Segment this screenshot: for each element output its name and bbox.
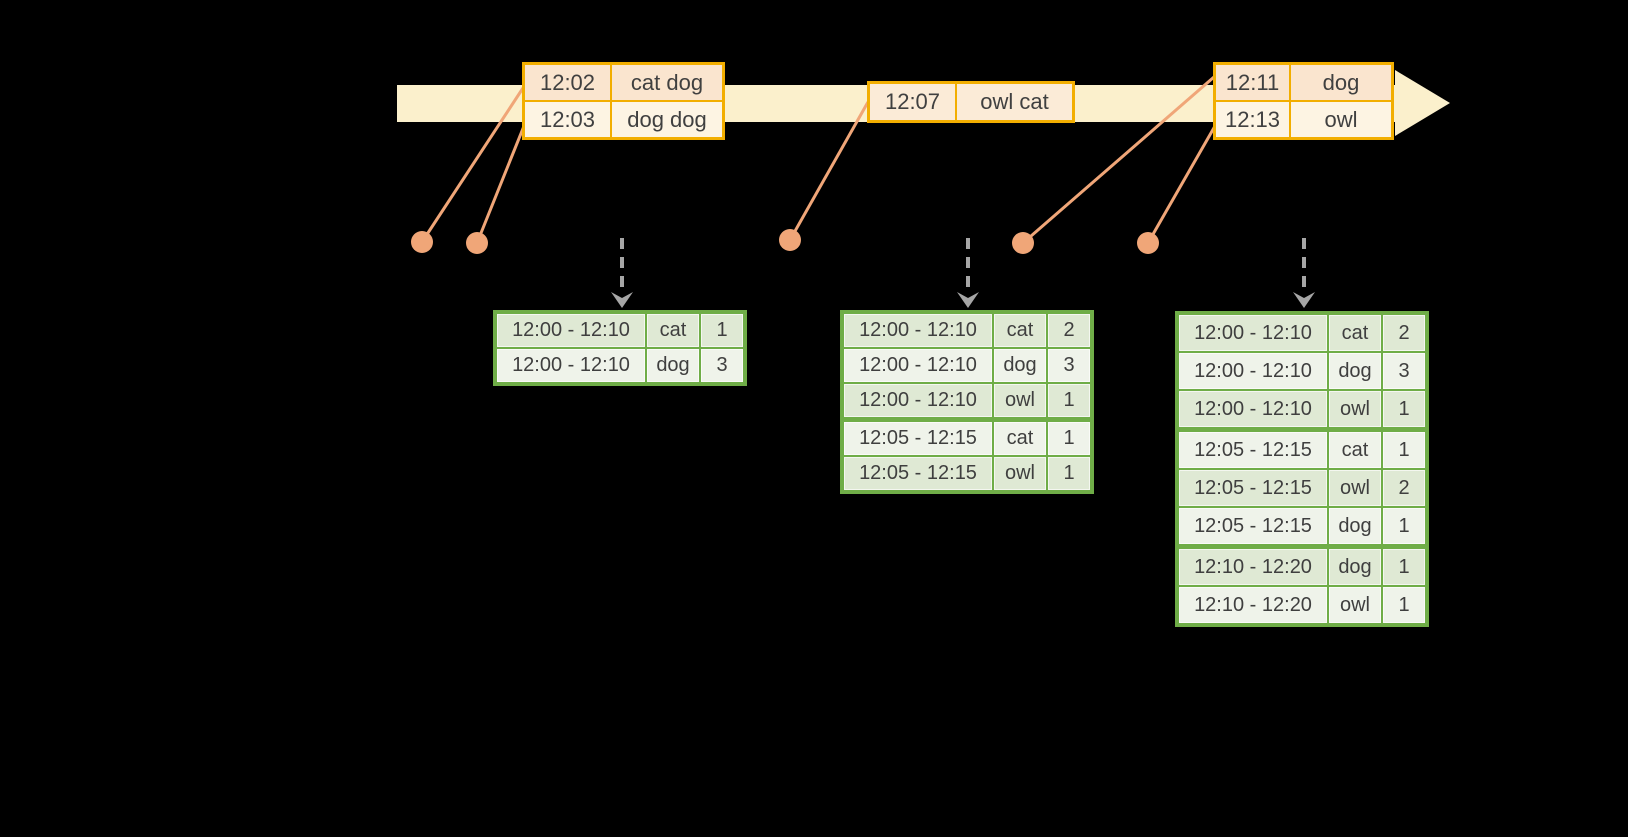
result-count: 1 (1383, 432, 1425, 468)
event-time: 12:07 (870, 84, 955, 120)
result-count: 2 (1048, 314, 1090, 347)
result-count: 3 (1383, 353, 1425, 389)
result-word: owl (994, 457, 1046, 490)
result-table-3: 12:00 - 12:10 cat 2 12:00 - 12:10 dog 3 … (1175, 311, 1429, 627)
result-count: 1 (1383, 549, 1425, 585)
result-count: 1 (1048, 384, 1090, 417)
event-dot (1137, 232, 1159, 254)
result-window: 12:00 - 12:10 (844, 314, 992, 347)
event-table-3: 12:11 dog 12:13 owl (1213, 62, 1394, 140)
event-dot (466, 232, 488, 254)
connector-line (1146, 125, 1217, 244)
result-word: dog (1329, 549, 1381, 585)
result-count: 2 (1383, 470, 1425, 506)
event-time: 12:03 (525, 102, 610, 137)
event-row: 12:11 dog (1216, 65, 1391, 100)
event-dot (779, 229, 801, 251)
event-time: 12:11 (1216, 65, 1289, 100)
trigger-arrow-head-icon (957, 292, 979, 308)
result-window: 12:05 - 12:15 (1179, 470, 1327, 506)
result-word: dog (994, 349, 1046, 382)
result-row: 12:00 - 12:10 cat 1 (497, 314, 743, 347)
result-window: 12:00 - 12:10 (1179, 315, 1327, 351)
result-window: 12:00 - 12:10 (1179, 353, 1327, 389)
event-time: 12:13 (1216, 102, 1289, 137)
result-word: cat (1329, 432, 1381, 468)
result-window: 12:05 - 12:15 (1179, 508, 1327, 544)
result-count: 1 (1383, 391, 1425, 427)
result-row: 12:05 - 12:15 cat 1 (844, 422, 1090, 455)
event-dot (411, 231, 433, 253)
trigger-arrow-head-icon (611, 292, 633, 308)
result-row: 12:05 - 12:15 cat 1 (1179, 432, 1425, 468)
result-row: 12:00 - 12:10 dog 3 (497, 349, 743, 382)
result-word: cat (994, 422, 1046, 455)
result-count: 1 (1383, 508, 1425, 544)
result-window: 12:10 - 12:20 (1179, 549, 1327, 585)
result-row: 12:00 - 12:10 owl 1 (1179, 391, 1425, 427)
result-window: 12:00 - 12:10 (844, 349, 992, 382)
result-word: owl (994, 384, 1046, 417)
result-word: owl (1329, 470, 1381, 506)
event-table-1: 12:02 cat dog 12:03 dog dog (522, 62, 725, 140)
trigger-arrow-head-icon (1293, 292, 1315, 308)
result-row: 12:00 - 12:10 owl 1 (844, 384, 1090, 417)
result-word: dog (1329, 508, 1381, 544)
result-count: 1 (701, 314, 743, 347)
result-window: 12:10 - 12:20 (1179, 587, 1327, 623)
event-dot (1012, 232, 1034, 254)
event-words: cat dog (612, 65, 722, 100)
result-count: 3 (1048, 349, 1090, 382)
result-row: 12:00 - 12:10 cat 2 (844, 314, 1090, 347)
result-row: 12:05 - 12:15 owl 1 (844, 457, 1090, 490)
result-count: 2 (1383, 315, 1425, 351)
result-window: 12:05 - 12:15 (844, 457, 992, 490)
event-words: owl cat (957, 84, 1072, 120)
result-row: 12:00 - 12:10 dog 3 (844, 349, 1090, 382)
result-count: 1 (1048, 422, 1090, 455)
result-count: 1 (1048, 457, 1090, 490)
result-word: cat (1329, 315, 1381, 351)
event-row: 12:07 owl cat (870, 84, 1072, 120)
result-window: 12:00 - 12:10 (497, 349, 645, 382)
connector-line (475, 125, 526, 244)
result-row: 12:05 - 12:15 owl 2 (1179, 470, 1425, 506)
result-count: 3 (701, 349, 743, 382)
result-window: 12:00 - 12:10 (1179, 391, 1327, 427)
result-word: cat (994, 314, 1046, 347)
connector-line (788, 101, 870, 241)
event-time: 12:02 (525, 65, 610, 100)
result-row: 12:10 - 12:20 dog 1 (1179, 549, 1425, 585)
result-word: cat (647, 314, 699, 347)
result-table-1: 12:00 - 12:10 cat 1 12:00 - 12:10 dog 3 (493, 310, 747, 386)
result-window: 12:00 - 12:10 (497, 314, 645, 347)
event-table-2: 12:07 owl cat (867, 81, 1075, 123)
result-count: 1 (1383, 587, 1425, 623)
event-row: 12:13 owl (1216, 102, 1391, 137)
result-word: owl (1329, 587, 1381, 623)
result-row: 12:05 - 12:15 dog 1 (1179, 508, 1425, 544)
result-row: 12:00 - 12:10 cat 2 (1179, 315, 1425, 351)
event-row: 12:02 cat dog (525, 65, 722, 100)
result-row: 12:10 - 12:20 owl 1 (1179, 587, 1425, 623)
event-words: dog dog (612, 102, 722, 137)
timeline-arrow-head-icon (1395, 70, 1450, 136)
event-row: 12:03 dog dog (525, 102, 722, 137)
result-window: 12:05 - 12:15 (1179, 432, 1327, 468)
result-row: 12:00 - 12:10 dog 3 (1179, 353, 1425, 389)
event-words: dog (1291, 65, 1391, 100)
event-words: owl (1291, 102, 1391, 137)
result-word: dog (1329, 353, 1381, 389)
result-table-2: 12:00 - 12:10 cat 2 12:00 - 12:10 dog 3 … (840, 310, 1094, 494)
result-word: owl (1329, 391, 1381, 427)
result-window: 12:00 - 12:10 (844, 384, 992, 417)
result-window: 12:05 - 12:15 (844, 422, 992, 455)
result-word: dog (647, 349, 699, 382)
